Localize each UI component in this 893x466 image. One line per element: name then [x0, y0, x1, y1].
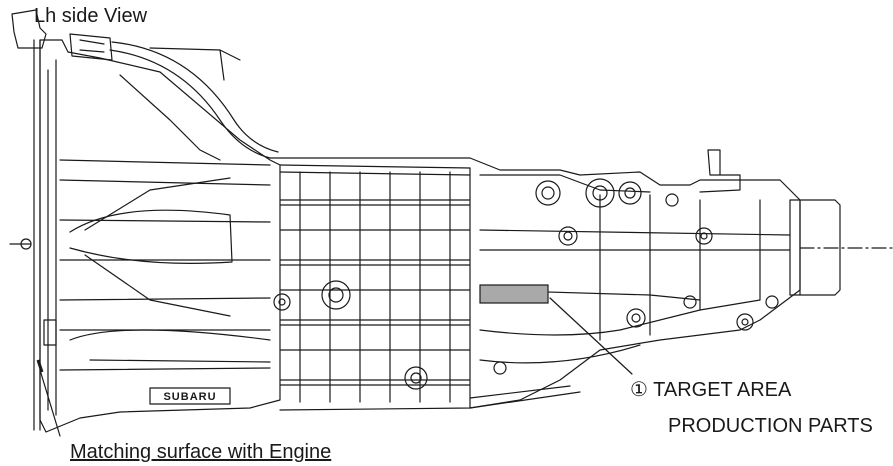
subaru-logo: SUBARU — [163, 391, 216, 403]
bolt — [585, 178, 615, 208]
harness-4 — [119, 74, 221, 161]
target-leader — [549, 297, 633, 375]
bolt — [558, 226, 578, 246]
matching-surface-marker — [36, 359, 44, 373]
bell-housing-inner — [47, 59, 57, 416]
target-marker: ① — [630, 379, 648, 401]
case-grid-h — [279, 199, 471, 381]
bolt — [618, 181, 642, 205]
matching-surface-label: Matching surface with Engine — [70, 441, 332, 463]
bell-housing-outline — [39, 39, 281, 433]
bolt — [493, 361, 507, 375]
bolt — [695, 227, 713, 245]
bolt — [736, 313, 754, 331]
bolt — [404, 366, 428, 390]
bolt — [665, 193, 679, 207]
bolt — [273, 293, 291, 311]
lower-skid — [469, 385, 581, 409]
connector — [69, 33, 113, 61]
production-parts-label: PRODUCTION PARTS — [668, 415, 873, 437]
logo-plate — [149, 387, 231, 405]
target-area-label: ① TARGET AREA — [630, 378, 791, 402]
case-grid-h2 — [279, 204, 471, 386]
target-area-text: TARGET AREA — [653, 379, 792, 401]
rear-tail — [699, 149, 741, 193]
rear-housing — [479, 174, 791, 301]
bolt — [683, 295, 697, 309]
harness-3 — [149, 47, 241, 81]
rear-diagonal — [479, 299, 761, 364]
shift-tower — [11, 9, 47, 49]
view-title: Lh side View — [34, 5, 148, 27]
bell-foot — [43, 319, 57, 346]
harness-1 — [109, 49, 271, 159]
case-grid-v — [299, 167, 471, 409]
bolt — [535, 180, 561, 206]
bell-bottom-curve — [69, 329, 271, 363]
bell-cone — [69, 209, 233, 264]
main-case-top — [279, 164, 471, 176]
bolt — [765, 295, 779, 309]
target-area-patch — [479, 284, 549, 304]
matching-leader — [39, 369, 61, 437]
harness-2 — [111, 41, 279, 153]
main-case-outline — [269, 157, 801, 411]
flange-left — [33, 39, 41, 431]
bell-cone-2 — [84, 177, 231, 317]
rear-ribs — [599, 194, 761, 341]
bolt — [321, 280, 351, 310]
bolt — [626, 308, 646, 328]
bell-ribs — [59, 159, 271, 371]
